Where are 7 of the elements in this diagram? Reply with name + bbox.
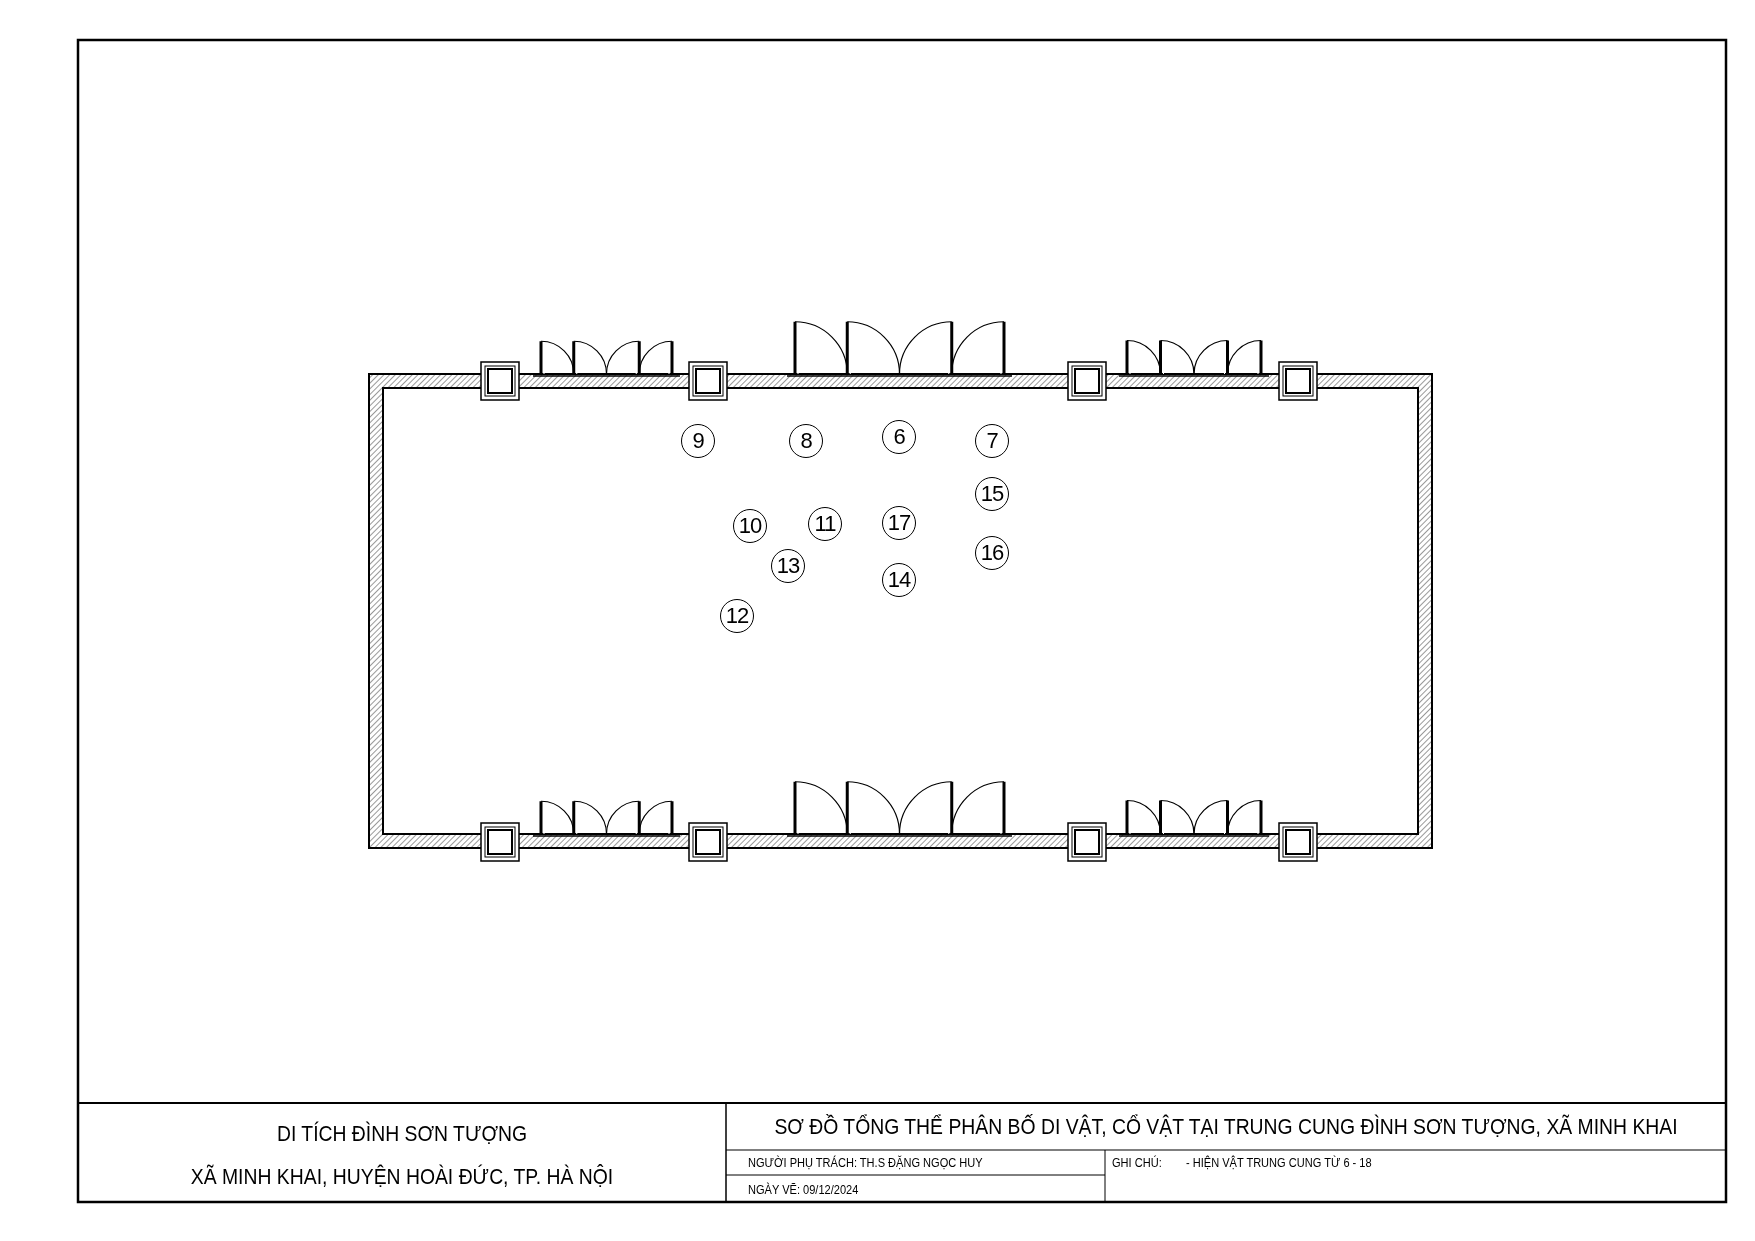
note-label: GHI CHÚ: [1112,1155,1162,1171]
date-text: NGÀY VẼ: 09/12/2024 [748,1182,859,1198]
author-text: NGƯỜI PHỤ TRÁCH: TH.S ĐẶNG NGỌC HUY [748,1155,983,1171]
site-address: XÃ MINH KHAI, HUYỆN HOÀI ĐỨC, TP. HÀ NỘI [190,1163,614,1190]
site-name: DI TÍCH ĐÌNH SƠN TƯỢNG [276,1120,528,1147]
drawing-title: SƠ ĐỒ TỔNG THỂ PHÂN BỐ DI VẬT, CỔ VẬT TẠI TRUNG CUNG ĐÌNH SƠN TƯỢNG, XÃ MINH KHAI [774,1113,1678,1140]
note-text: - HIỆN VẬT TRUNG CUNG TỪ 6 - 18 [1186,1155,1372,1171]
